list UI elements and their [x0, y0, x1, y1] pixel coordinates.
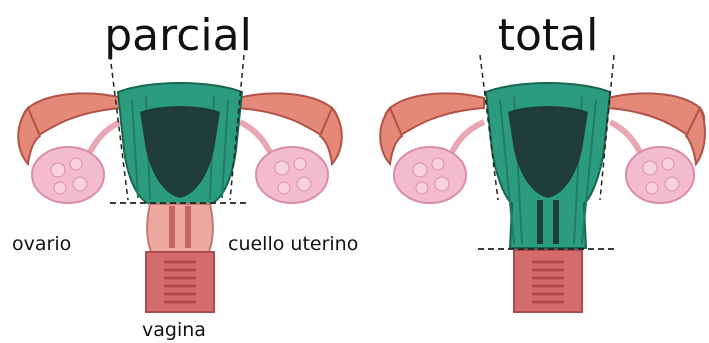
left-ovary — [32, 147, 104, 203]
left-ovary-follicle — [413, 163, 427, 177]
right-ovary-follicle — [297, 177, 311, 191]
right-ovary-follicle — [278, 182, 290, 194]
left-ovary-follicle — [51, 163, 65, 177]
right-ovary-follicle — [643, 161, 657, 175]
right-ovarian-ligament — [240, 122, 272, 156]
panel-total: total — [380, 10, 705, 312]
right-ovary-follicle — [646, 182, 658, 194]
panel-title-parcial: parcial — [104, 10, 252, 61]
left-ovary-follicle — [435, 177, 449, 191]
left-ovary-follicle — [73, 177, 87, 191]
right-ovary-follicle — [662, 158, 674, 170]
label-cuello-uterino: cuello uterino — [228, 233, 358, 255]
left-ovary-follicle — [416, 182, 428, 194]
panel-parcial: parcial ov — [12, 10, 358, 341]
right-ovary-follicle — [275, 161, 289, 175]
panel-title-total: total — [498, 10, 599, 61]
right-ovary-follicle — [665, 177, 679, 191]
left-ovary-follicle — [70, 158, 82, 170]
label-vagina: vagina — [142, 319, 206, 341]
right-ovary — [626, 147, 694, 203]
cervix — [147, 204, 213, 254]
left-ovary — [394, 147, 466, 203]
right-ovarian-ligament — [610, 122, 642, 156]
left-ovary-follicle — [54, 182, 66, 194]
right-ovary-follicle — [294, 158, 306, 170]
left-ovary-follicle — [432, 158, 444, 170]
right-ovary — [256, 147, 328, 203]
label-ovario: ovario — [12, 233, 71, 255]
left-ovarian-ligament — [450, 122, 484, 156]
left-ovarian-ligament — [88, 122, 120, 156]
